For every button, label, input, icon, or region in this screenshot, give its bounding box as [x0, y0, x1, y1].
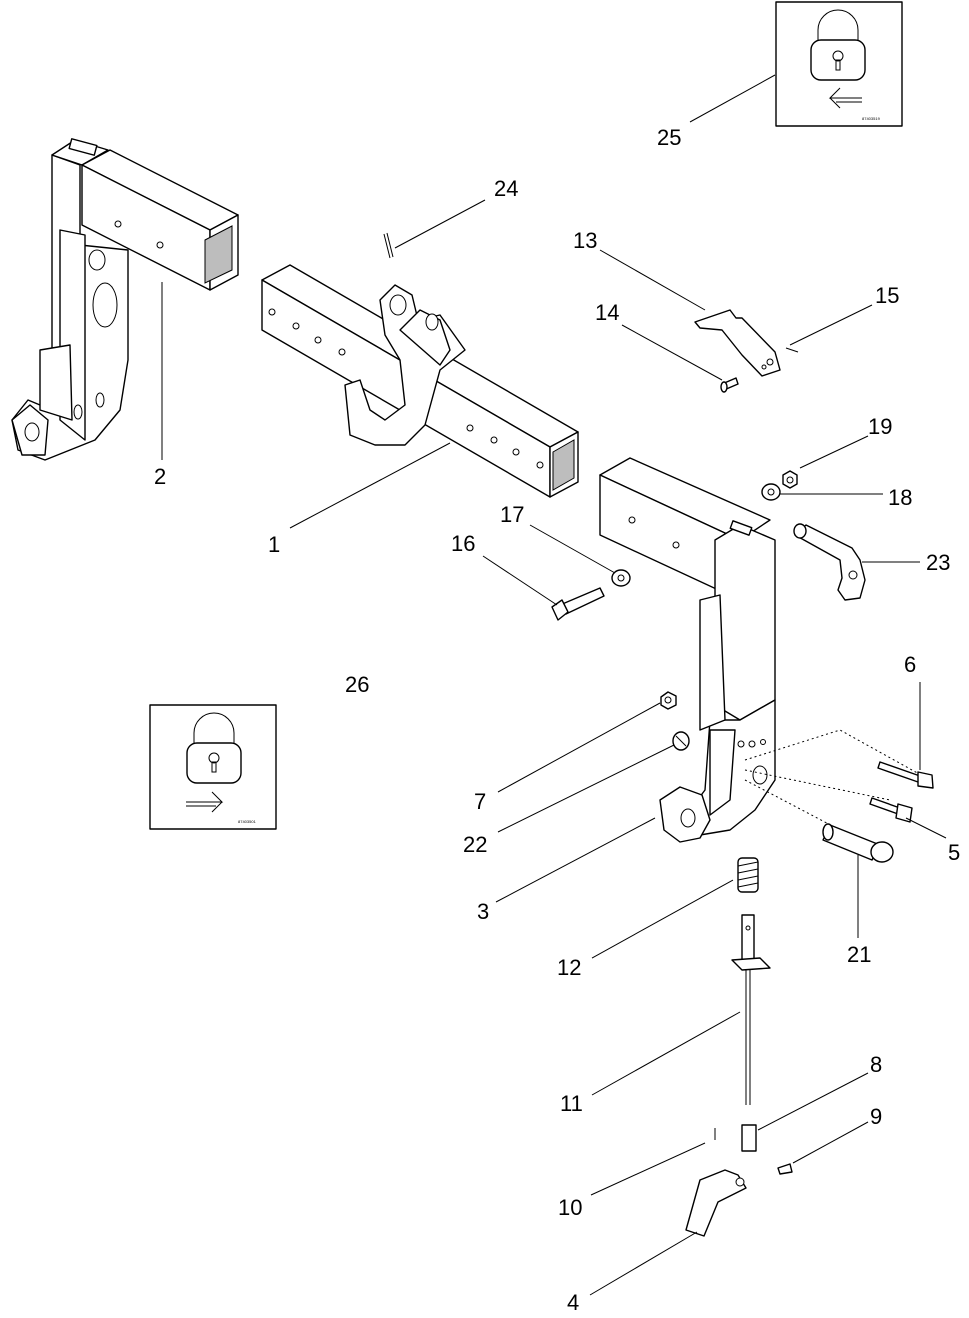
bolt-16 — [551, 587, 605, 621]
callout-14: 14 — [595, 300, 619, 325]
padlock-arrow-left-icon — [810, 9, 866, 109]
callout-labels: 2 1 24 25 13 14 15 19 18 23 17 16 6 26 7… — [154, 125, 960, 1315]
decal-25: 87403519 — [775, 1, 903, 127]
callout-18: 18 — [888, 485, 912, 510]
spring-12 — [737, 857, 759, 893]
handle-4 — [685, 1169, 747, 1237]
bolt-5 — [869, 797, 913, 823]
callout-15: 15 — [875, 283, 899, 308]
callout-23: 23 — [926, 550, 950, 575]
callout-6: 6 — [904, 652, 916, 677]
callout-24: 24 — [494, 176, 518, 201]
callout-5: 5 — [948, 840, 960, 865]
callout-13: 13 — [573, 228, 597, 253]
pin-9 — [777, 1163, 793, 1175]
callout-26: 26 — [345, 672, 369, 697]
callout-19: 19 — [868, 414, 892, 439]
pin-24 — [383, 232, 394, 259]
washer-17 — [611, 569, 631, 587]
bolt-6 — [877, 761, 934, 789]
callout-2: 2 — [154, 464, 166, 489]
washer-18 — [761, 483, 781, 501]
callout-4: 4 — [567, 1290, 579, 1315]
callout-12: 12 — [557, 955, 581, 980]
callout-21: 21 — [847, 942, 871, 967]
callout-17: 17 — [500, 502, 524, 527]
callout-25: 25 — [657, 125, 681, 150]
callout-8: 8 — [870, 1052, 882, 1077]
decal-26-code: 87403501 — [238, 819, 257, 824]
rod-11 — [731, 914, 771, 1105]
nut-7 — [660, 691, 677, 710]
callout-10: 10 — [558, 1195, 582, 1220]
decal-25-code: 87403519 — [862, 116, 881, 121]
pin-21 — [822, 823, 894, 863]
latch-arm-13 — [694, 309, 781, 377]
padlock-arrow-right-icon — [186, 712, 242, 813]
right-hitch-arm — [599, 457, 776, 843]
callout-9: 9 — [870, 1104, 882, 1129]
decal-26: 87403501 — [149, 704, 277, 830]
callout-7: 7 — [474, 789, 486, 814]
bracket-pin-23 — [793, 523, 866, 601]
callout-22: 22 — [463, 832, 487, 857]
left-hitch-arm — [11, 138, 239, 461]
nut-19 — [782, 470, 798, 489]
leader-lines — [161, 74, 947, 1296]
callout-11: 11 — [560, 1091, 583, 1116]
crossbar-tube — [261, 264, 579, 498]
clevis-8 — [741, 1124, 757, 1152]
callout-3: 3 — [477, 899, 489, 924]
bolt-14 — [720, 377, 739, 393]
clip-22 — [672, 731, 690, 751]
callout-1: 1 — [268, 532, 280, 557]
pin-15 — [785, 347, 799, 353]
callout-16: 16 — [451, 531, 475, 556]
